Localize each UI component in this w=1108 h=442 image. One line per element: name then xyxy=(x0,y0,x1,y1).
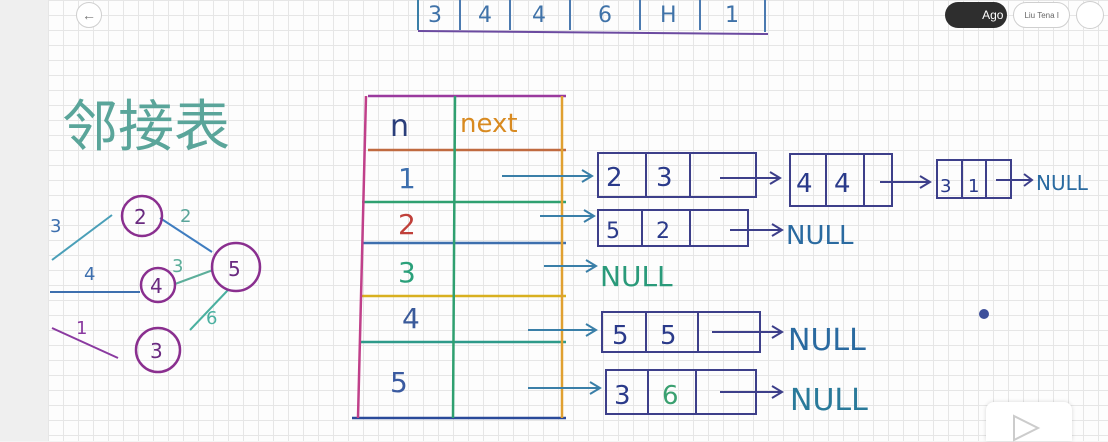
logo-text: Ago xyxy=(982,8,1004,22)
list-3-null: NULL xyxy=(600,260,673,293)
pen-cursor xyxy=(979,309,989,319)
video-player-corner[interactable] xyxy=(986,402,1072,442)
list-5-null: NULL xyxy=(790,383,868,418)
frag-0: 3 xyxy=(428,3,442,28)
app-logo[interactable]: Ago xyxy=(945,2,1008,28)
list-5-cell-0-a: 3 xyxy=(614,381,631,411)
table-row-labels: 1 2 3 4 5 xyxy=(390,162,420,399)
node-label-3: 3 xyxy=(150,339,163,363)
list-1-cell-1-a: 4 xyxy=(796,169,813,199)
node-label-5: 5 xyxy=(228,257,241,281)
edge-label-0: 3 xyxy=(50,216,61,237)
list-1-cell-0-b: 3 xyxy=(656,163,673,193)
edge-label-1: 2 xyxy=(180,206,191,227)
user-label: Liu Tena I xyxy=(1024,10,1059,20)
left-margin xyxy=(0,0,48,441)
top-fragment-labels: 3 4 4 6 H 1 xyxy=(428,3,739,28)
frag-2: 4 xyxy=(532,3,546,28)
list-1-boxes xyxy=(597,152,1034,207)
node-label-4: 4 xyxy=(150,274,163,298)
list-1-values: 2 3 4 4 3 1 NULL xyxy=(606,163,1089,199)
edge-label-5: 6 xyxy=(206,308,217,329)
user-pill[interactable]: Liu Tena I xyxy=(1013,2,1070,28)
row-label-4: 4 xyxy=(402,302,420,335)
edge-label-3: 3 xyxy=(172,256,183,277)
list-2-null: NULL xyxy=(786,221,854,251)
top-fragment xyxy=(417,0,769,35)
edge-label-4: 1 xyxy=(76,318,87,339)
graph-edge-labels: 3 2 4 3 1 6 xyxy=(50,206,217,339)
list-2-values: 5 2 NULL xyxy=(606,219,854,251)
frag-5: 1 xyxy=(725,3,739,28)
list-4-cell-0-a: 5 xyxy=(612,321,629,351)
list-4-null: NULL xyxy=(788,323,866,358)
list-5-boxes xyxy=(605,369,784,415)
list-2-boxes xyxy=(597,209,784,247)
pointer-arrows xyxy=(502,169,602,395)
play-icon xyxy=(1013,414,1041,442)
whiteboard-canvas[interactable] xyxy=(48,0,1108,441)
list-5-values: 3 6 NULL xyxy=(614,381,868,418)
top-toolbar: Ago Liu Tena I xyxy=(945,1,1104,29)
list-2-cell-0-b: 2 xyxy=(656,219,670,244)
row-label-2: 2 xyxy=(398,208,416,241)
frag-1: 4 xyxy=(478,3,492,28)
list-5-cell-0-b: 6 xyxy=(662,381,679,411)
list-1-cell-0-a: 2 xyxy=(606,163,623,193)
list-1-cell-2-a: 3 xyxy=(940,176,951,197)
row-label-1: 1 xyxy=(398,162,416,195)
edge-label-2: 4 xyxy=(84,264,95,285)
list-1-cell-1-b: 4 xyxy=(834,169,851,199)
arrow-left-icon: ← xyxy=(82,7,96,23)
menu-button[interactable] xyxy=(1076,1,1104,29)
graph-edges xyxy=(50,214,229,359)
frag-4: H xyxy=(660,3,677,28)
list-4-values: 5 5 NULL xyxy=(612,321,866,358)
table-header-n: n xyxy=(390,109,409,144)
graph-node-labels: 2 4 5 3 xyxy=(134,205,241,363)
adjacency-table-grid xyxy=(352,94,566,420)
row-label-3: 3 xyxy=(398,256,416,289)
node-label-2: 2 xyxy=(134,205,147,229)
back-button[interactable]: ← xyxy=(76,2,102,28)
frag-3: 6 xyxy=(598,3,612,28)
list-4-boxes xyxy=(601,311,784,353)
list-1-null: NULL xyxy=(1036,171,1089,195)
graph-nodes xyxy=(120,194,262,374)
list-4-cell-0-b: 5 xyxy=(660,321,677,351)
table-header-next: next xyxy=(460,109,518,139)
row-label-5: 5 xyxy=(390,366,408,399)
title-text: 邻接表 xyxy=(62,95,230,160)
list-1-cell-2-b: 1 xyxy=(968,176,979,197)
list-2-cell-0-a: 5 xyxy=(606,219,620,244)
